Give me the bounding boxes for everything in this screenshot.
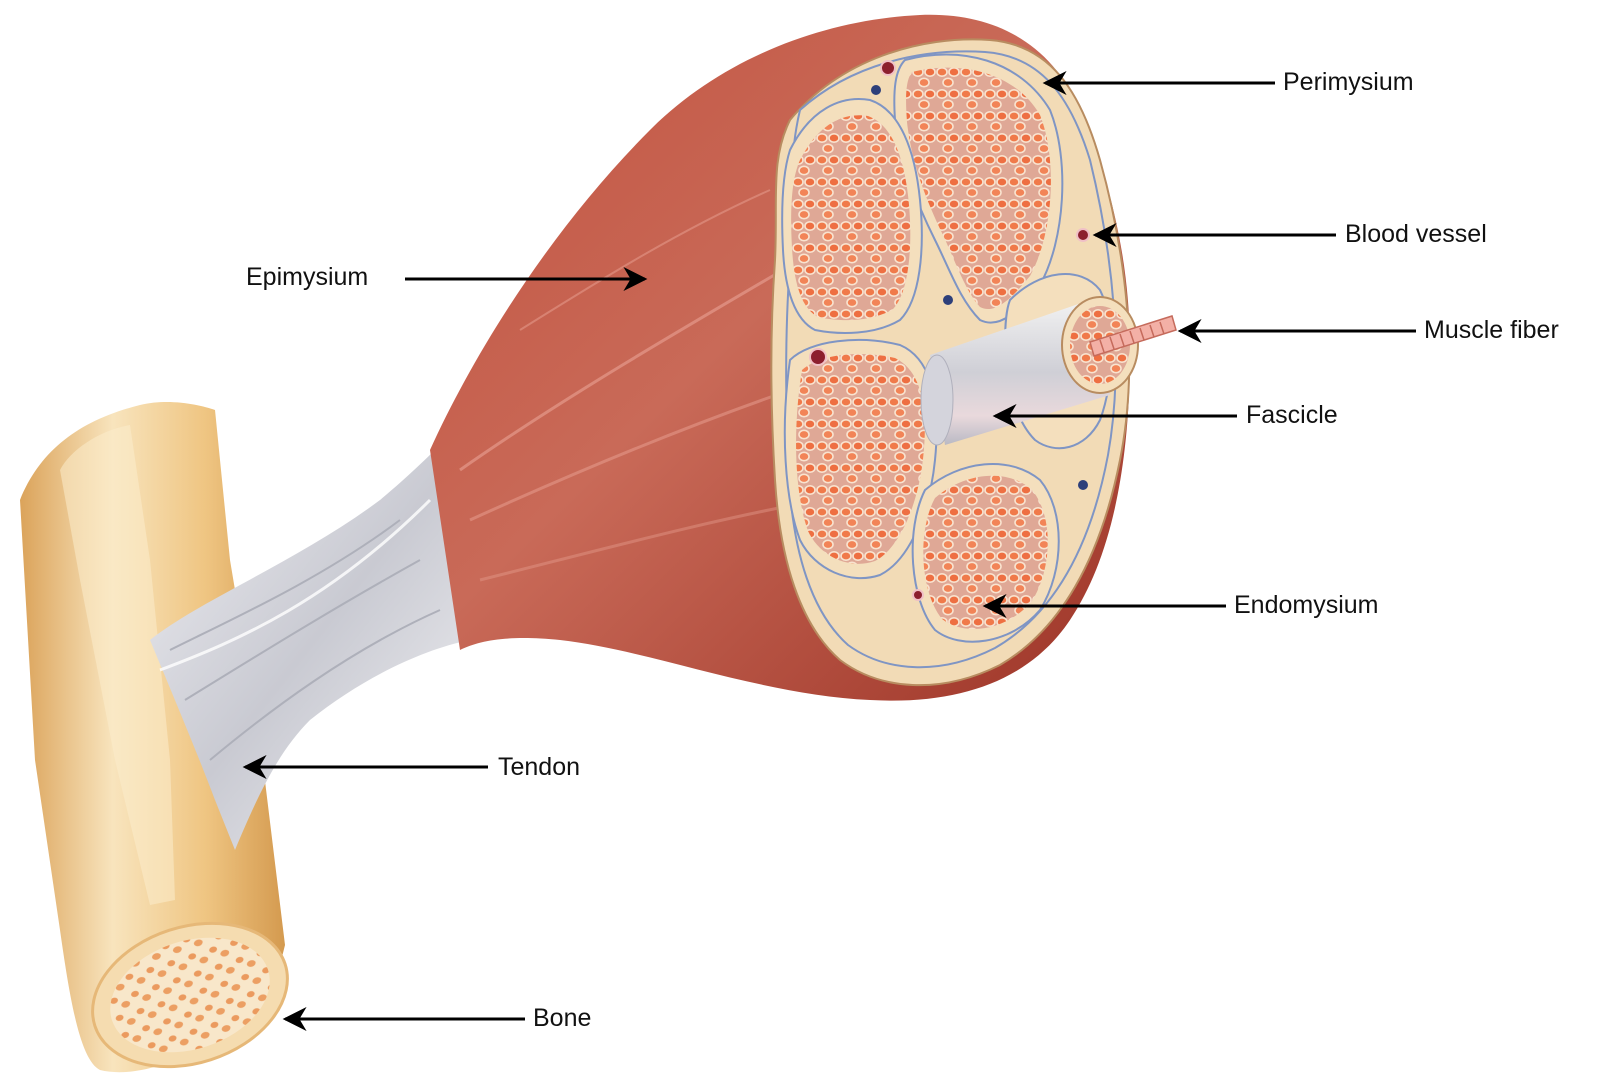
label-epimysium: Epimysium (246, 265, 368, 290)
label-bone: Bone (533, 1006, 591, 1031)
label-perimysium: Perimysium (1283, 70, 1414, 95)
label-tendon: Tendon (498, 755, 580, 780)
label-muscle-fiber: Muscle fiber (1424, 318, 1559, 343)
label-blood-vessel: Blood vessel (1345, 222, 1487, 247)
label-fascicle: Fascicle (1246, 403, 1338, 428)
label-endomysium: Endomysium (1234, 593, 1379, 618)
